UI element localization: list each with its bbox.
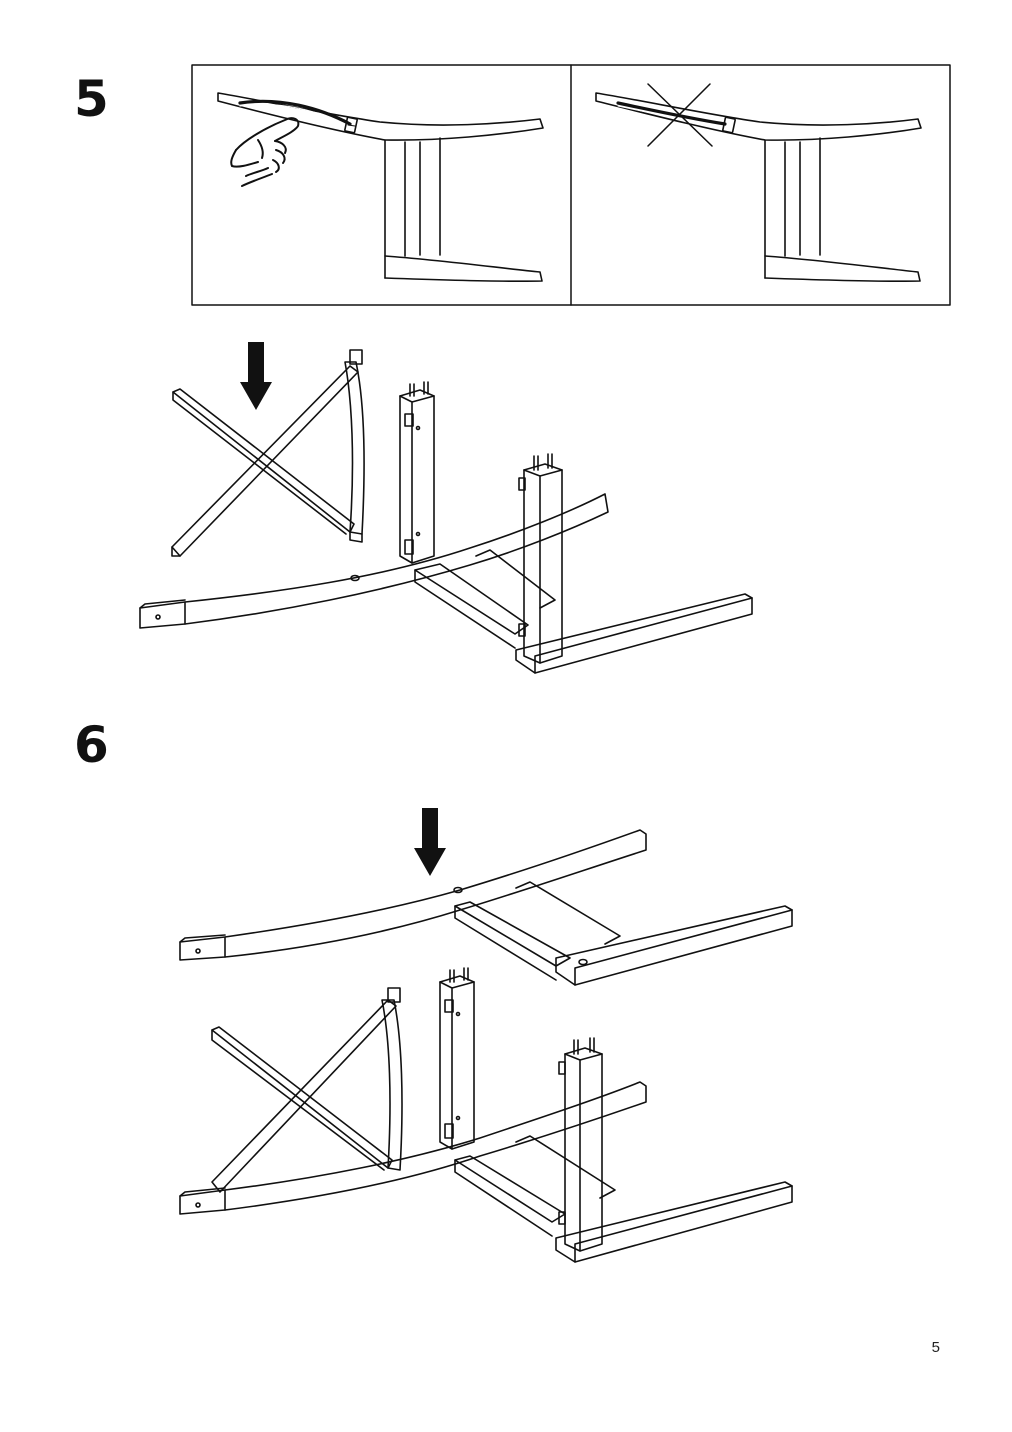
cross-out-icon	[648, 84, 712, 146]
correct-cable-routing-illustration	[218, 93, 543, 281]
down-arrow-icon	[414, 808, 446, 876]
step-6-number: 6	[74, 716, 109, 774]
front-leg-part	[400, 382, 434, 563]
seat-frame-part	[180, 1082, 792, 1262]
seat-frame-part	[180, 830, 792, 985]
incorrect-cable-routing-illustration	[596, 84, 921, 281]
rear-leg-part	[519, 454, 562, 663]
step-5-number: 5	[74, 70, 109, 128]
page-number: 5	[931, 1339, 940, 1356]
side-frame-part	[212, 988, 402, 1192]
down-arrow-icon	[240, 342, 272, 410]
pointing-hand-icon	[231, 118, 298, 186]
step-5-detail-panel	[192, 65, 950, 305]
step-6-assembly-illustration	[180, 808, 792, 1262]
step-5-assembly-illustration	[140, 342, 752, 673]
seat-frame-part	[140, 494, 752, 673]
rear-leg-part	[559, 1038, 602, 1251]
side-frame-part	[172, 350, 364, 556]
front-leg-part	[440, 968, 474, 1149]
